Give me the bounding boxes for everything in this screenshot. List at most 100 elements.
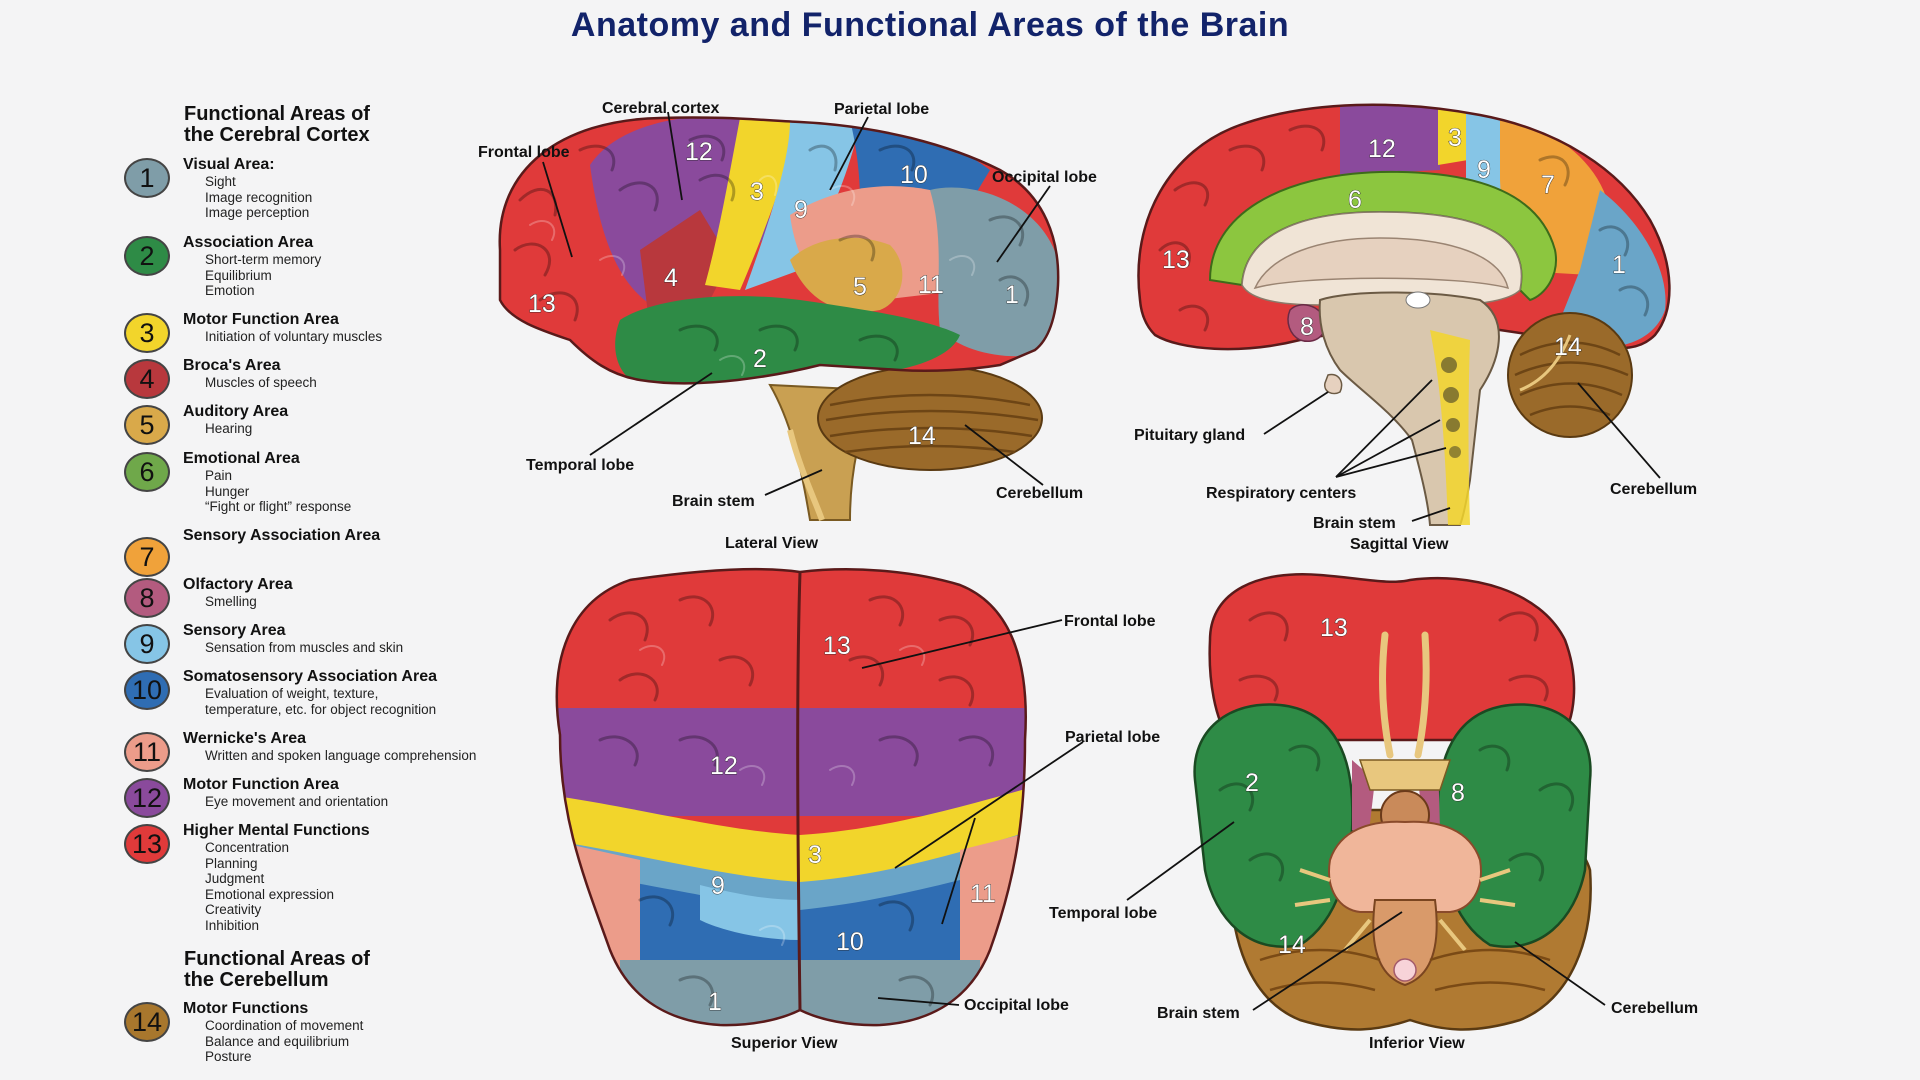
legend-badge: 5 [124, 405, 170, 445]
label-cerebellum-lateral: Cerebellum [996, 485, 1083, 502]
legend-name: Visual Area: [183, 156, 275, 173]
legend-name: Olfactory Area [183, 576, 293, 593]
legend-name: Wernicke's Area [183, 730, 306, 747]
lateral-view-brain [498, 116, 1060, 521]
svg-text:13: 13 [1320, 614, 1348, 642]
inferior-view-brain [1193, 573, 1592, 1031]
label-cerebellum-sagittal: Cerebellum [1610, 481, 1697, 498]
inferior-view-labels: Temporal lobe Brain stem Cerebellum Infe… [1049, 905, 1698, 1052]
label-cerebral-cortex: Cerebral cortex [602, 100, 719, 117]
legend-badge: 3 [124, 313, 170, 353]
label-temporal-lobe-lateral: Temporal lobe [526, 457, 634, 474]
label-cerebellum-inferior: Cerebellum [1611, 1000, 1698, 1017]
label-brain-stem-sagittal: Brain stem [1313, 515, 1396, 532]
superior-view-numbers: 13 12 3 9 11 10 1 [708, 632, 997, 1017]
svg-text:5: 5 [853, 273, 867, 301]
legend-name: Motor Functions [183, 1000, 309, 1017]
label-parietal-lobe-superior: Parietal lobe [1065, 729, 1160, 746]
legend-desc: Hearing [205, 421, 253, 436]
label-frontal-lobe-lateral: Frontal lobe [478, 144, 570, 161]
sagittal-view-leaders [1263, 379, 1661, 522]
legend-badge: 13 [124, 824, 170, 864]
inferior-view-leaders [1126, 821, 1606, 1011]
legend-name: Higher Mental Functions [183, 822, 370, 839]
legend-desc: temperature, etc. for object recognition [205, 701, 437, 717]
legend-desc: Hunger [205, 483, 250, 499]
legend-badge: 1 [124, 158, 170, 198]
legend-desc: Equilibrium [205, 267, 272, 283]
legend-desc: Smelling [205, 594, 257, 609]
legend-name: Motor Function Area [183, 311, 339, 328]
legend-desc: Muscles of speech [205, 375, 317, 390]
sagittal-view-labels: Pituitary gland Respiratory centers Brai… [1134, 427, 1697, 553]
svg-text:9: 9 [794, 196, 808, 224]
legend-desc: Concentration [205, 840, 290, 855]
label-parietal-lobe-lateral: Parietal lobe [834, 101, 929, 118]
legend-desc: Coordination of movement [205, 1018, 364, 1033]
sagittal-view-brain [1137, 103, 1671, 526]
legend-desc: Initiation of voluntary muscles [205, 329, 383, 344]
legend-desc: Written and spoken language comprehensio… [205, 748, 477, 763]
legend-name: Sensory Association Area [183, 527, 381, 544]
legend-desc: “Fight or flight” response [205, 499, 352, 514]
svg-text:1: 1 [708, 988, 722, 1016]
legend-name: Motor Function Area [183, 776, 339, 793]
svg-text:10: 10 [836, 928, 864, 956]
legend-badge: 14 [124, 1002, 170, 1042]
label-brain-stem-inferior: Brain stem [1157, 1005, 1240, 1022]
superior-view-brain [555, 567, 1027, 1027]
svg-text:8: 8 [1300, 313, 1314, 341]
legend-badge: 4 [124, 359, 170, 399]
svg-text:12: 12 [1368, 135, 1396, 163]
legend-badge: 6 [124, 452, 170, 492]
svg-text:10: 10 [900, 161, 928, 189]
svg-text:11: 11 [970, 880, 996, 908]
legend-desc: Balance and equilibrium [205, 1033, 350, 1049]
cerebellum-legend-heading: Functional Areas of the Cerebellum [184, 948, 370, 991]
label-brain-stem-lateral: Brain stem [672, 493, 755, 510]
svg-text:12: 12 [710, 752, 738, 780]
svg-text:12: 12 [685, 138, 713, 166]
legend-desc: Inhibition [205, 917, 260, 933]
superior-view-labels: Frontal lobe Parietal lobe Occipital lob… [731, 613, 1160, 1052]
legend-desc: Planning [205, 855, 258, 871]
svg-text:9: 9 [711, 872, 725, 900]
legend-desc: Sight [205, 174, 236, 189]
legend-desc: Eye movement and orientation [205, 794, 389, 809]
svg-text:4: 4 [664, 264, 678, 292]
lateral-view-labels: Cerebral cortex Parietal lobe Frontal lo… [478, 100, 1097, 552]
label-respiratory-centers: Respiratory centers [1206, 485, 1356, 502]
legend-name: Auditory Area [183, 403, 289, 420]
legend-badge: 7 [124, 537, 170, 577]
inferior-view-numbers: 13 2 8 14 [1245, 614, 1466, 960]
svg-text:3: 3 [808, 841, 822, 869]
legend-name: Somatosensory Association Area [183, 668, 438, 685]
legend-desc: Emotional expression [205, 886, 335, 902]
svg-text:13: 13 [528, 290, 556, 318]
legend-badge: 9 [124, 624, 170, 664]
legend-name: Association Area [183, 234, 314, 251]
svg-text:2: 2 [1245, 769, 1259, 797]
view-caption-superior: Superior View [731, 1035, 838, 1052]
view-caption-sagittal: Sagittal View [1350, 536, 1449, 553]
legend-badge: 11 [124, 732, 170, 772]
label-pituitary-gland: Pituitary gland [1134, 427, 1245, 444]
svg-text:6: 6 [1348, 186, 1362, 214]
svg-text:14: 14 [1278, 931, 1306, 959]
view-caption-lateral: Lateral View [725, 535, 819, 552]
svg-text:3: 3 [1448, 124, 1462, 152]
legend-badge: 2 [124, 236, 170, 276]
svg-text:2: 2 [753, 345, 767, 373]
legend-desc: Emotion [205, 283, 255, 298]
legend-desc: Sensation from muscles and skin [205, 640, 404, 655]
label-occipital-lobe-lateral: Occipital lobe [992, 169, 1097, 186]
legend-desc: Image recognition [205, 189, 313, 205]
legend-name: Broca's Area [183, 357, 281, 374]
legend-name: Emotional Area [183, 450, 300, 467]
svg-text:1: 1 [1612, 251, 1626, 279]
legend-name: Sensory Area [183, 622, 286, 639]
legend-desc: Image perception [205, 205, 310, 220]
lateral-view-leaders [542, 111, 1051, 496]
svg-text:1: 1 [1005, 281, 1019, 309]
